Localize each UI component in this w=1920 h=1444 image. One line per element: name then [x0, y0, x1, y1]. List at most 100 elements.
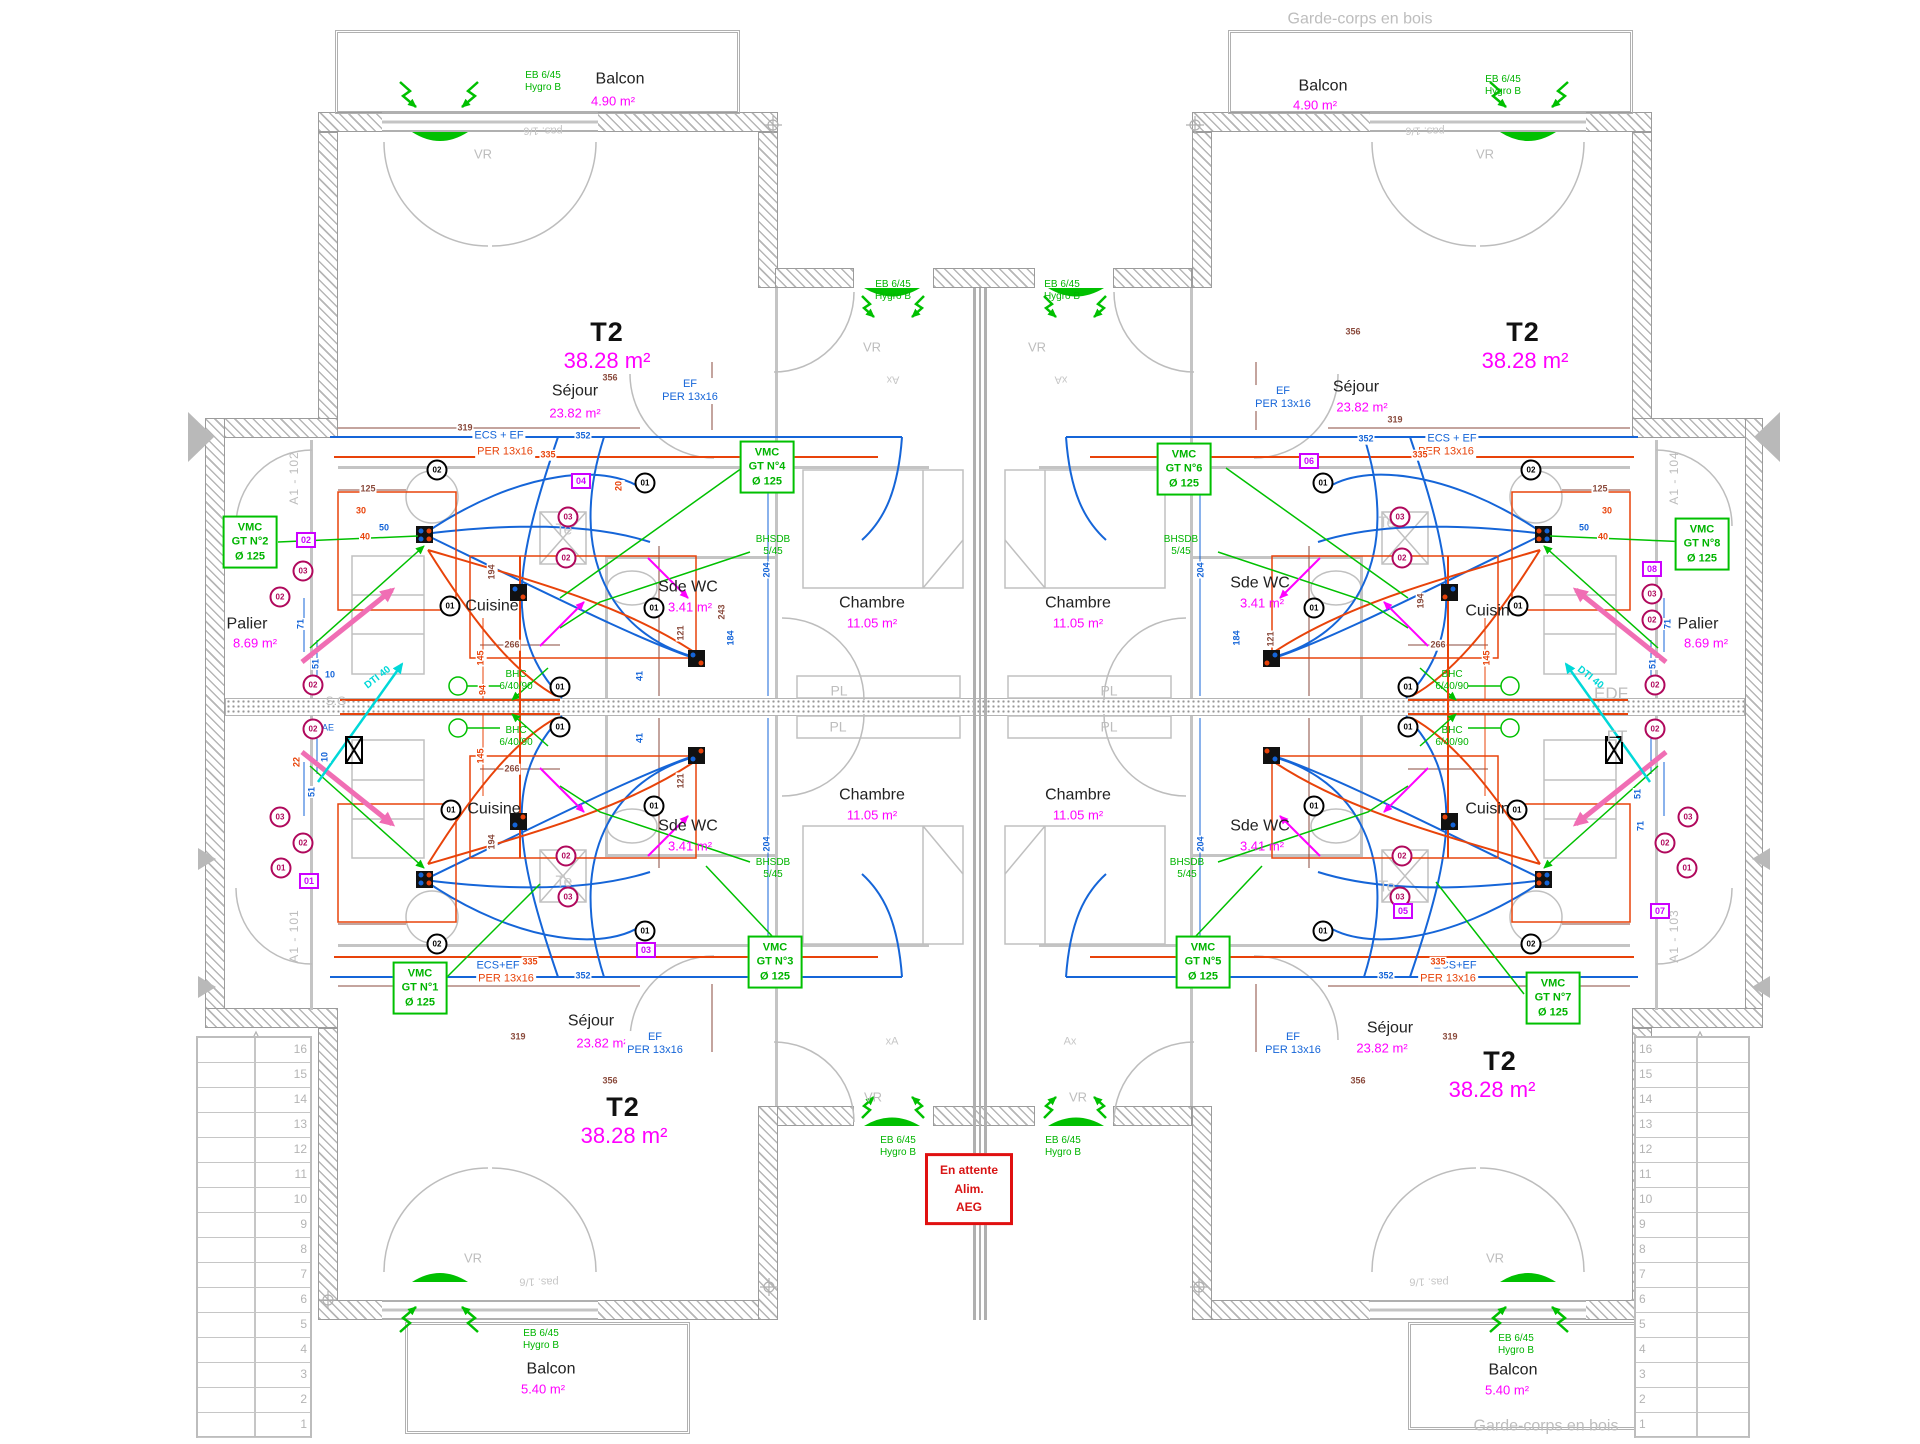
vmc-line: VMC	[754, 446, 780, 459]
survey-target-icon	[319, 116, 1649, 1309]
code-badge-black: 01	[439, 595, 461, 617]
text-label: 335	[1429, 956, 1447, 968]
text-label: 335	[539, 449, 557, 461]
bhc-label: BHC 6/40/90	[499, 725, 533, 748]
room-sdewc: Sde WC	[1230, 817, 1290, 835]
text-label: 243	[716, 603, 728, 621]
text-label: 3.41 m²	[667, 838, 713, 854]
apt-t2-bottomright: T2	[1483, 1046, 1517, 1077]
code-badge-crimson: 02	[302, 718, 324, 740]
text-label: 356	[601, 1075, 619, 1087]
vmc-line: VMC	[1540, 977, 1566, 990]
vmc-line: Ø 125	[1538, 1006, 1568, 1019]
text-label: 51	[1632, 787, 1644, 801]
stair-number: 7	[1639, 1267, 1646, 1281]
stair-number: 9	[1639, 1217, 1646, 1231]
ef-per-label: EF PER 13x16	[625, 1031, 685, 1057]
edf-label: EDF	[1594, 683, 1628, 703]
room-chambre: Chambre	[1045, 594, 1111, 612]
ft-label: FT	[1606, 726, 1628, 746]
room-sejour: Séjour	[551, 382, 599, 400]
balcony-rail	[405, 1322, 690, 1434]
stair-step: 4	[1636, 1338, 1748, 1363]
stair-number: 10	[293, 1192, 307, 1206]
code-badge-black: 01	[440, 799, 462, 821]
dti-arrow	[316, 662, 404, 783]
vmc-line: Ø 125	[1188, 970, 1218, 983]
stair-step: 9	[1636, 1213, 1748, 1238]
stair-number: 15	[293, 1067, 307, 1081]
ef-per-label: EF PER 13x16	[1263, 1031, 1323, 1057]
vr-label: VR	[1068, 1089, 1088, 1105]
text-label: 71	[1662, 617, 1674, 631]
vmc-line: VMC	[762, 941, 788, 954]
pl-label: PL	[1100, 682, 1118, 699]
wall	[779, 944, 929, 947]
text-label: 352	[1357, 433, 1375, 445]
stair-step: 12	[198, 1138, 310, 1163]
door-ref: A1 - 104	[1666, 451, 1681, 505]
bhc-label: BHC 6/40/90	[499, 669, 533, 692]
ef-per-label: EF PER 13x16	[1253, 385, 1313, 411]
text-label: 50	[1577, 522, 1591, 534]
text-label: 71	[1635, 819, 1647, 833]
pas-label: pas. 1/6	[519, 1275, 559, 1288]
text-label: 5.40 m²	[1484, 1382, 1530, 1398]
code-badge-crimson: 02	[1391, 845, 1413, 867]
wall	[933, 268, 1035, 288]
room-sejour: Séjour	[1366, 1019, 1414, 1037]
wall	[1190, 288, 1193, 1106]
stair-number: 12	[1639, 1142, 1653, 1156]
stair-step: 16	[1636, 1038, 1748, 1063]
text-label: 4.90 m²	[590, 93, 636, 109]
wall	[1113, 268, 1192, 288]
code-badge-black: 01	[549, 676, 571, 698]
text-label: 266	[503, 639, 521, 651]
code-badge-purple: 03	[635, 942, 657, 958]
stair-step: 6	[198, 1288, 310, 1313]
code-badge-crimson: 01	[1676, 857, 1698, 879]
vmc-line: GT N°7	[1534, 991, 1572, 1004]
text-label: 20	[613, 479, 625, 493]
code-badge-black: 01	[634, 920, 656, 942]
axis-label: xA	[1054, 373, 1068, 386]
room-balcon: Balcon	[526, 1360, 576, 1378]
text-label: 50	[377, 522, 391, 534]
ef-per-label: EF PER 13x16	[660, 378, 720, 404]
code-badge-crimson: 02	[292, 832, 314, 854]
text-label: 30	[1600, 505, 1614, 517]
text-label: 356	[1349, 1075, 1367, 1087]
coffret-icon	[345, 736, 363, 764]
stair-number: 3	[300, 1367, 307, 1381]
wall	[758, 132, 778, 288]
code-badge-purple: 08	[1641, 561, 1663, 577]
extra-annotations	[188, 116, 1780, 1309]
stair-step: 4	[198, 1338, 310, 1363]
code-badge-black: 02	[1520, 933, 1542, 955]
vmc-line: GT N°3	[756, 955, 794, 968]
vr-label: VR	[463, 1250, 483, 1266]
text-label: 10	[323, 669, 337, 681]
stair-number: 6	[1639, 1292, 1646, 1306]
wall	[775, 288, 778, 1106]
text-label: 41	[634, 669, 646, 683]
code-badge-crimson: 03	[557, 506, 579, 528]
alert-line: AEG	[955, 1200, 983, 1215]
text-label: 10	[319, 750, 331, 764]
stair-number: 13	[293, 1117, 307, 1131]
text-label: 204	[1195, 561, 1207, 579]
stair-number: 11	[1639, 1167, 1652, 1181]
room-sdewc: Sde WC	[658, 817, 718, 835]
wall	[1191, 556, 1361, 559]
text-label: 356	[601, 372, 619, 384]
stair-number: 11	[294, 1167, 307, 1181]
code-badge-crimson: 02	[1654, 832, 1676, 854]
garde-corps-top: Garde-corps en bois	[1287, 10, 1433, 28]
stair-number: 2	[300, 1392, 307, 1406]
room-sejour: Séjour	[567, 1012, 615, 1030]
code-badge-purple: 02	[295, 532, 317, 548]
per-label: PER 13x16	[476, 972, 536, 986]
stair-step: 10	[1636, 1188, 1748, 1213]
